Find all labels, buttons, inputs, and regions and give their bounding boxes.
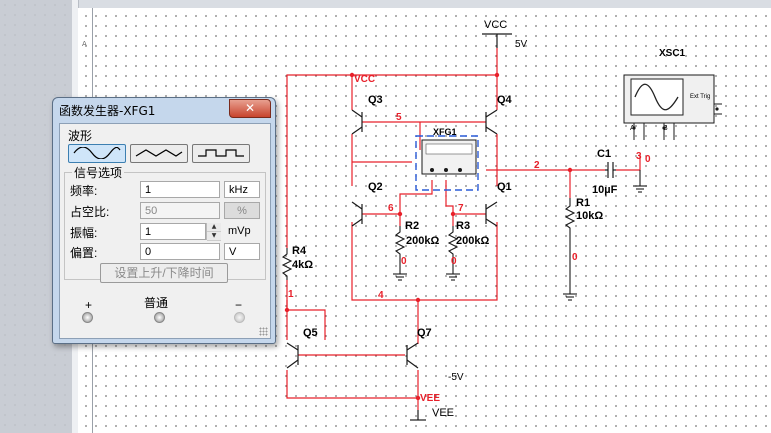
xfg1-label: XFG1 (433, 127, 457, 137)
plus-terminal-icon[interactable] (82, 312, 93, 323)
xfg1-wave-display (425, 143, 473, 155)
net-4: 4 (378, 290, 384, 301)
signal-options-label: 信号选项 (72, 164, 125, 181)
capacitor-c1[interactable] (605, 162, 616, 178)
oscilloscope-screen (630, 78, 684, 116)
resistor-r4[interactable] (281, 248, 293, 280)
window-body: 波形 信号选项 频率: 1 kHz 占空比: 50 % 振幅: 1 ▲▼ mVp… (59, 123, 271, 339)
frequency-unit-select[interactable]: kHz (224, 181, 260, 198)
r3-value: 200kΩ (456, 235, 489, 247)
chevron-up-icon[interactable]: ▲ (207, 223, 221, 232)
net-6: 6 (388, 203, 394, 214)
q2-label: Q2 (368, 181, 383, 193)
ruler-mark: A (82, 40, 87, 48)
scope-wave-icon (634, 83, 679, 111)
waveform-label: 波形 (68, 129, 93, 143)
r4-value: 4kΩ (292, 259, 313, 271)
q7-label: Q7 (417, 327, 432, 339)
common-terminal-icon[interactable] (154, 312, 165, 323)
q4-label: Q4 (497, 94, 513, 106)
square-wave-icon (198, 149, 244, 157)
frequency-input[interactable]: 1 (140, 181, 220, 198)
r1-label: R1 (576, 197, 590, 209)
r4-label: R4 (292, 245, 307, 257)
q5-label: Q5 (303, 327, 318, 339)
r2-label: R2 (405, 220, 419, 232)
net-7: 7 (458, 203, 464, 214)
transistor-q2[interactable] (351, 201, 363, 227)
offset-input[interactable]: 0 (140, 243, 220, 260)
r1-value: 10kΩ (576, 210, 603, 222)
duty-cycle-input[interactable]: 50 (140, 202, 220, 219)
transistor-q4[interactable] (485, 109, 498, 135)
junctions (284, 72, 573, 401)
resistor-r2[interactable] (394, 226, 406, 262)
transistor-q3[interactable] (351, 109, 363, 135)
scope-ext-trig: Ext Trig (690, 94, 710, 100)
square-wave-button[interactable] (192, 144, 250, 163)
xfg1-probe-box (415, 135, 479, 191)
net-0-r3: 0 (451, 256, 457, 267)
duty-cycle-label: 占空比: (70, 205, 110, 219)
ground-symbols (393, 170, 647, 301)
minus-terminal-icon[interactable] (234, 312, 245, 323)
c1-value: 10µF (592, 184, 618, 196)
net-1: 1 (288, 289, 294, 300)
window-title: 函数发生器-XFG1 (59, 104, 156, 118)
triangle-wave-icon (135, 149, 183, 157)
vcc-label: VCC (484, 19, 507, 31)
set-rise-fall-time-button[interactable]: 设置上升/下降时间 (100, 263, 228, 283)
resistor-r1[interactable] (564, 198, 576, 292)
plus-terminal-label: + (85, 298, 93, 312)
net-3: 3 (636, 151, 642, 162)
sine-wave-button[interactable] (68, 144, 126, 163)
q3-label: Q3 (368, 94, 383, 106)
chevron-down-icon[interactable]: ▼ (207, 232, 221, 241)
vcc-net-label: VCC (354, 74, 375, 85)
frequency-label: 频率: (70, 184, 98, 198)
transistor-q7[interactable] (406, 342, 419, 369)
function-generator-window[interactable]: 函数发生器-XFG1 ✕ 波形 信号选项 频率: 1 kHz 占空比: 50 %… (52, 97, 276, 344)
scope-terminals (633, 103, 722, 140)
duty-cycle-unit: % (224, 202, 260, 219)
net-2: 2 (534, 160, 540, 171)
sine-wave-icon (73, 147, 121, 159)
r3-label: R3 (456, 220, 470, 232)
amplitude-unit[interactable]: mVp (228, 225, 251, 237)
vee-label: VEE (432, 407, 454, 419)
offset-unit-select[interactable]: V (224, 243, 260, 260)
minus-terminal-label: − (235, 298, 243, 312)
resistor-r3[interactable] (447, 226, 459, 262)
net-0-r1: 0 (572, 252, 578, 263)
q1-label: Q1 (497, 181, 512, 193)
offset-label: 偏置: (70, 246, 98, 260)
net-0-scope: 0 (645, 154, 651, 165)
amplitude-input[interactable]: 1 (140, 223, 206, 240)
scope-terminal-dots (632, 107, 719, 130)
xsc1-label: XSC1 (659, 48, 686, 59)
common-terminal-label: 普通 (144, 296, 169, 310)
vee-value: -5V (448, 372, 464, 383)
vcc-value: 5V (515, 39, 528, 50)
close-icon[interactable]: ✕ (229, 99, 271, 118)
net-0-r2: 0 (401, 256, 407, 267)
amplitude-stepper[interactable]: ▲▼ (206, 223, 221, 241)
resize-grip-icon[interactable] (259, 327, 268, 336)
net-5: 5 (396, 112, 402, 123)
vcc-symbol[interactable] (482, 33, 512, 48)
xfg1-terminals (430, 168, 462, 172)
net-labels: 5 6 7 2 3 4 1 0 0 0 0 (288, 112, 651, 301)
vee-net-label: VEE (420, 393, 440, 404)
amplitude-label: 振幅: (70, 226, 98, 240)
c1-label: C1 (597, 148, 611, 160)
vee-symbol[interactable] (410, 410, 426, 421)
triangle-wave-button[interactable] (130, 144, 188, 163)
transistor-q5[interactable] (286, 342, 299, 369)
r2-value: 200kΩ (406, 235, 439, 247)
transistor-q1[interactable] (485, 201, 498, 227)
